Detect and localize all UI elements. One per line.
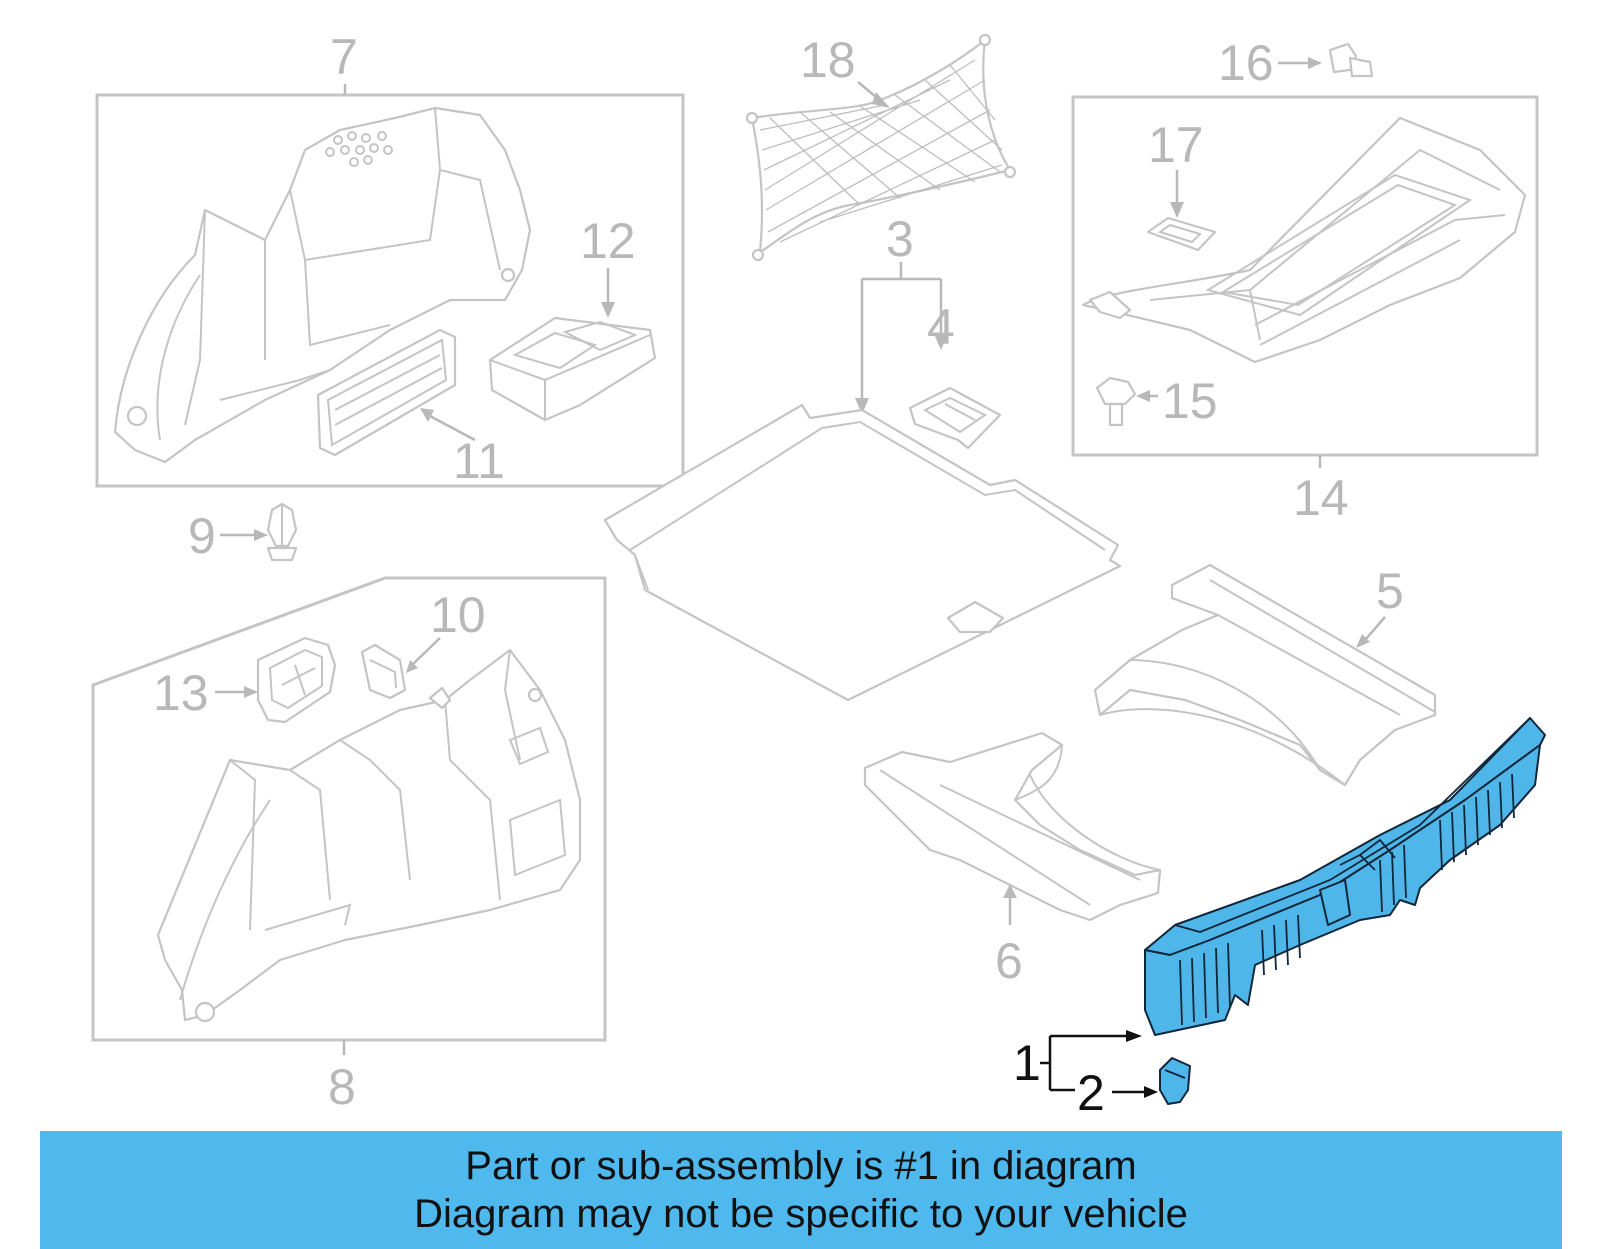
callout-4: 4 (927, 299, 955, 355)
cargo-floor-panel-3[interactable] (603, 403, 1122, 702)
callout-13: 13 (153, 665, 209, 721)
access-cover-13[interactable] (256, 636, 337, 724)
callout-9: 9 (188, 508, 216, 564)
group-7-box (95, 93, 685, 488)
storage-tray-12[interactable] (488, 316, 657, 422)
group-14-box (1071, 95, 1539, 457)
callout-18: 18 (800, 32, 856, 88)
callout-6: 6 (995, 933, 1023, 989)
side-trim-5[interactable] (1093, 563, 1437, 787)
info-banner: Part or sub-assembly is #1 in diagram Di… (40, 1131, 1562, 1249)
callout-7: 7 (330, 29, 358, 85)
callout-16: 16 (1218, 35, 1274, 91)
callout-15: 15 (1162, 373, 1218, 429)
cargo-net-18[interactable] (745, 33, 1017, 262)
callout-8: 8 (328, 1059, 356, 1115)
push-pin-16[interactable] (1328, 42, 1374, 78)
callout-12: 12 (580, 213, 636, 269)
left-quarter-trim-panel[interactable] (113, 106, 532, 464)
callout-10: 10 (430, 587, 486, 643)
sill-plate-retainer-clip-2[interactable] (1159, 1057, 1191, 1105)
side-trim-6[interactable] (863, 731, 1162, 922)
rear-sill-trim-plate[interactable] (1144, 717, 1546, 1036)
callout-2: 2 (1077, 1065, 1105, 1121)
banner-line-part-info: Part or sub-assembly is #1 in diagram (465, 1144, 1137, 1188)
sill-plate-clip-tab (1319, 879, 1351, 926)
push-clip-9[interactable] (266, 502, 298, 562)
fastener-15[interactable] (1095, 376, 1137, 427)
vent-grille-11[interactable] (316, 328, 457, 457)
floor-handle-4[interactable] (908, 386, 1002, 450)
callout-14: 14 (1293, 470, 1349, 526)
cargo-cover-14[interactable] (1081, 116, 1527, 364)
group-8-box (91, 576, 607, 1042)
callout-1: 1 (1013, 1035, 1041, 1091)
small-cover-10[interactable] (360, 643, 407, 700)
right-quarter-trim-panel[interactable] (156, 648, 582, 1023)
callout-17: 17 (1148, 117, 1204, 173)
banner-line-disclaimer: Diagram may not be specific to your vehi… (414, 1192, 1188, 1236)
cargo-cover-clip-17[interactable] (1146, 216, 1217, 252)
callout-5: 5 (1376, 563, 1404, 619)
callout-11: 11 (453, 433, 505, 489)
callout-3: 3 (886, 211, 914, 267)
